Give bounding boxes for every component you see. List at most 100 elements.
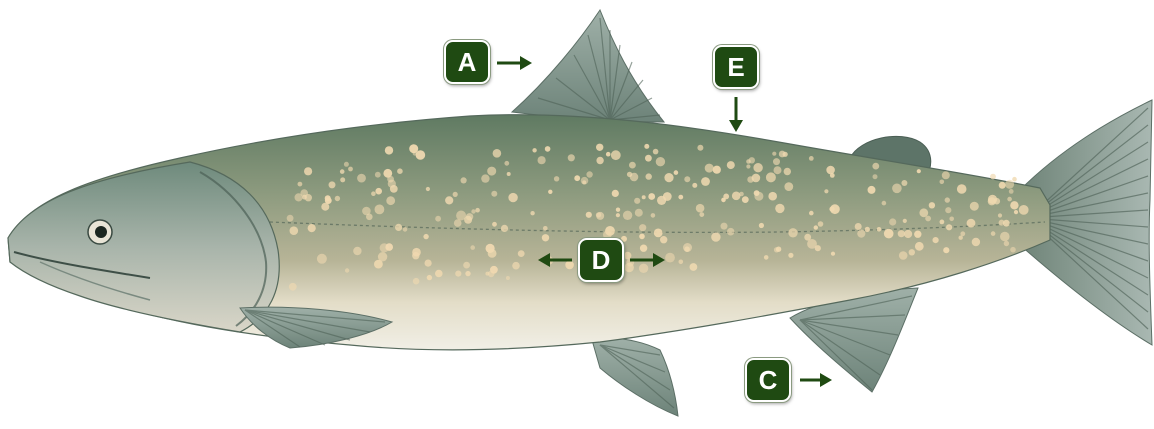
body-spot [872, 163, 879, 170]
body-spot [423, 234, 428, 239]
body-spot [385, 243, 393, 251]
body-spot [814, 225, 818, 229]
body-spot [586, 171, 592, 177]
body-spot [375, 205, 385, 215]
body-spot [1000, 232, 1010, 242]
body-spot [929, 202, 935, 208]
body-spot [754, 192, 763, 201]
body-spot [998, 213, 1002, 217]
body-spot [824, 189, 828, 193]
body-spot [940, 180, 945, 185]
body-spot [385, 146, 393, 154]
body-spot [664, 173, 673, 182]
body-spot [1003, 220, 1010, 227]
body-spot [1010, 247, 1016, 253]
body-spot [435, 216, 441, 222]
body-spot [611, 150, 621, 160]
body-spot [855, 223, 862, 230]
body-spot [656, 157, 665, 166]
body-spot [1005, 180, 1014, 189]
body-spot [574, 175, 580, 181]
body-spot [933, 237, 939, 243]
body-spot [455, 271, 461, 277]
body-spot [970, 202, 979, 211]
body-spot [917, 169, 921, 173]
body-spot [542, 234, 549, 241]
body-spot [506, 276, 510, 280]
body-spot [512, 262, 520, 270]
label-c: C [745, 358, 791, 402]
body-spot [386, 196, 395, 205]
body-spot [665, 253, 675, 263]
body-spot [340, 169, 345, 174]
body-spot [471, 209, 475, 213]
body-spot [612, 190, 619, 197]
body-spot [639, 234, 645, 240]
body-spot [532, 148, 536, 152]
body-spot [639, 224, 646, 231]
body-spot [596, 144, 603, 151]
body-spot [904, 230, 912, 238]
body-spot [784, 182, 793, 191]
body-spot [545, 146, 551, 152]
body-spot [412, 248, 421, 257]
body-spot [383, 169, 392, 178]
body-spot [901, 180, 907, 186]
body-spot [775, 204, 784, 213]
body-spot [899, 251, 908, 260]
body-spot [461, 177, 467, 183]
body-spot [721, 198, 726, 203]
fish-pupil [95, 226, 107, 238]
dorsal-fin [512, 10, 664, 122]
body-spot [639, 264, 648, 273]
body-spot [773, 158, 780, 165]
body-spot [586, 212, 592, 218]
body-spot [972, 238, 980, 246]
body-spot [809, 156, 814, 161]
body-spot [640, 245, 647, 252]
body-spot [501, 225, 508, 232]
body-spot [627, 172, 632, 177]
body-spot [530, 211, 534, 215]
body-spot [865, 227, 870, 232]
body-spot [772, 152, 776, 156]
body-spot [487, 167, 496, 176]
body-spot [623, 211, 632, 220]
body-spot [1010, 201, 1018, 209]
body-spot [1004, 241, 1009, 246]
body-spot [945, 197, 950, 202]
body-spot [518, 250, 525, 257]
body-spot [784, 168, 791, 175]
body-spot [654, 229, 663, 238]
body-spot [335, 196, 340, 201]
body-spot [945, 207, 951, 213]
body-spot [764, 255, 769, 260]
body-spot [892, 184, 902, 194]
body-spot [692, 183, 697, 188]
body-spot [644, 144, 649, 149]
body-spot [884, 229, 894, 239]
body-spot [635, 209, 643, 217]
body-spot [990, 174, 996, 180]
body-spot [663, 192, 672, 201]
body-spot [445, 196, 453, 204]
body-spot [988, 197, 996, 205]
body-spot [463, 262, 470, 269]
body-spot [868, 186, 876, 194]
body-spot [634, 198, 640, 204]
body-spot [565, 261, 574, 270]
body-spot [830, 204, 840, 214]
body-spot [646, 173, 652, 179]
body-spot [581, 177, 589, 185]
body-spot [804, 234, 811, 241]
body-spot [739, 192, 744, 197]
body-spot [809, 211, 814, 216]
body-spot [882, 201, 887, 206]
body-spot [481, 174, 489, 182]
body-spot [826, 166, 835, 175]
body-spot [915, 242, 924, 251]
body-spot [788, 228, 797, 237]
body-spot [395, 224, 402, 231]
body-spot [409, 144, 418, 153]
body-spot [289, 283, 297, 291]
